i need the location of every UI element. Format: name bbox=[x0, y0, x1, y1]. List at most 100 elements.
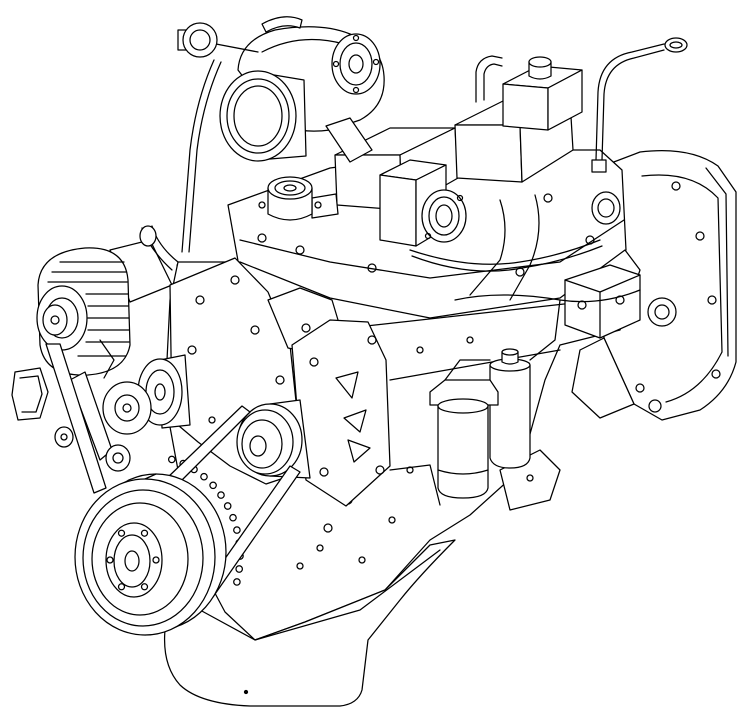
tensioner-pulley bbox=[54, 426, 74, 448]
bolt bbox=[367, 263, 377, 273]
bolt bbox=[372, 58, 380, 66]
bolt bbox=[635, 383, 645, 393]
fuel-line bbox=[411, 245, 603, 272]
turbine-flange-bore bbox=[348, 54, 364, 74]
oil-filter bbox=[489, 348, 531, 469]
engine-block-rib bbox=[389, 464, 441, 506]
idler-pulley bbox=[102, 381, 152, 435]
bolt bbox=[577, 300, 587, 310]
ac-compressor-pulley bbox=[236, 399, 311, 479]
tensioner-bracket bbox=[11, 367, 113, 461]
belt-rib bbox=[167, 455, 176, 464]
bolt bbox=[314, 201, 322, 209]
engine-mount-cutout bbox=[335, 371, 359, 399]
turbo-oil-line bbox=[181, 59, 215, 253]
fuel-filter bbox=[429, 359, 499, 499]
bolt bbox=[230, 275, 240, 285]
oil-pan-rail bbox=[254, 549, 441, 641]
fuel-filter-top bbox=[437, 398, 489, 414]
oil-filter-body bbox=[489, 364, 531, 469]
bolt bbox=[208, 416, 216, 424]
idler-pulley-hub bbox=[122, 403, 132, 413]
bolt bbox=[295, 245, 305, 255]
tensioner-pulley-rim bbox=[54, 426, 74, 448]
belt-rib bbox=[233, 578, 241, 586]
flywheel-housing-boss bbox=[647, 297, 677, 327]
bolt bbox=[424, 232, 432, 240]
breather-tube-line bbox=[483, 63, 503, 101]
bolt bbox=[187, 345, 197, 355]
bolt bbox=[375, 465, 385, 475]
bolt bbox=[707, 295, 717, 305]
thermostat-housing-ring bbox=[274, 180, 306, 196]
bolt bbox=[456, 194, 464, 202]
cam-sensor-bore bbox=[597, 198, 615, 218]
tensioner-bracket-edge bbox=[19, 375, 43, 413]
damper-bolt-hole bbox=[140, 529, 149, 537]
dipstick-handle-hole bbox=[669, 41, 683, 49]
oil-pan-drain-plug bbox=[243, 689, 249, 695]
coolant-outlet bbox=[311, 193, 339, 219]
dipstick-tube-line bbox=[595, 43, 665, 161]
bolt bbox=[466, 336, 474, 344]
bolt bbox=[332, 60, 340, 68]
fuel-filter-bracket bbox=[444, 359, 491, 381]
alternator-pulley-hub bbox=[50, 315, 60, 325]
compressor-outlet-pipe bbox=[325, 117, 373, 163]
line-art bbox=[11, 16, 737, 707]
turbo-oil-line bbox=[188, 61, 222, 253]
belt-rib bbox=[235, 565, 244, 573]
engine-block-rib bbox=[389, 349, 561, 381]
dipstick-tube-fitting bbox=[591, 159, 607, 173]
oil-pan-outline bbox=[163, 539, 456, 707]
small-idler-pulley-rim bbox=[105, 444, 131, 472]
intake-elbow bbox=[379, 159, 467, 247]
alternator-pulley bbox=[42, 304, 68, 336]
belt-rib bbox=[209, 481, 217, 490]
bolt bbox=[301, 323, 311, 333]
cam-sensor bbox=[591, 191, 621, 225]
water-pump-pulley-hub bbox=[154, 383, 166, 401]
belt-rib bbox=[217, 491, 225, 499]
intake-port-bore bbox=[435, 204, 453, 228]
small-idler-pulley-hub bbox=[112, 452, 124, 464]
bolt bbox=[296, 562, 304, 570]
flywheel-housing bbox=[571, 150, 737, 421]
bolt bbox=[195, 295, 205, 305]
bolt bbox=[416, 346, 424, 354]
bolt bbox=[543, 193, 553, 203]
tensioner-pulley-hub bbox=[60, 433, 68, 441]
belt-rib bbox=[200, 472, 208, 481]
bolt bbox=[526, 474, 534, 482]
oil-filter-cap-top bbox=[501, 348, 519, 356]
belt-rib bbox=[223, 502, 232, 510]
idler-pulley-rim bbox=[102, 381, 152, 435]
fuel-line bbox=[469, 199, 506, 296]
idler-pulley-ring bbox=[114, 394, 140, 422]
belt-rib bbox=[229, 513, 237, 522]
oil-filler-housing-side bbox=[547, 69, 583, 131]
fuel-lines bbox=[409, 194, 641, 361]
engine-block-rib bbox=[329, 299, 601, 331]
wastegate-actuator bbox=[182, 22, 218, 58]
ac-pulley-ring bbox=[241, 419, 283, 469]
bolt bbox=[352, 86, 360, 94]
damper-center-bore bbox=[124, 550, 140, 572]
fuel-filter-body bbox=[437, 404, 489, 499]
oil-pan bbox=[163, 539, 456, 707]
flywheel-housing-rim bbox=[641, 174, 723, 403]
bolt bbox=[406, 466, 414, 474]
drive-belt bbox=[45, 343, 301, 598]
hose-clamp bbox=[261, 16, 303, 33]
flywheel-housing-edge bbox=[705, 167, 729, 357]
bolt bbox=[367, 335, 377, 345]
ac-pulley-hub bbox=[249, 435, 267, 457]
compressor-inlet bbox=[219, 70, 297, 162]
damper-bolt-hole bbox=[117, 529, 126, 537]
damper-bolt-hole bbox=[152, 556, 160, 564]
wastegate-rod bbox=[215, 43, 259, 53]
thermostat-housing-cap bbox=[267, 176, 313, 200]
injection-pump bbox=[564, 264, 641, 339]
crankshaft-damper-inner-rim bbox=[91, 502, 189, 616]
oil-filler-housing bbox=[502, 56, 583, 131]
